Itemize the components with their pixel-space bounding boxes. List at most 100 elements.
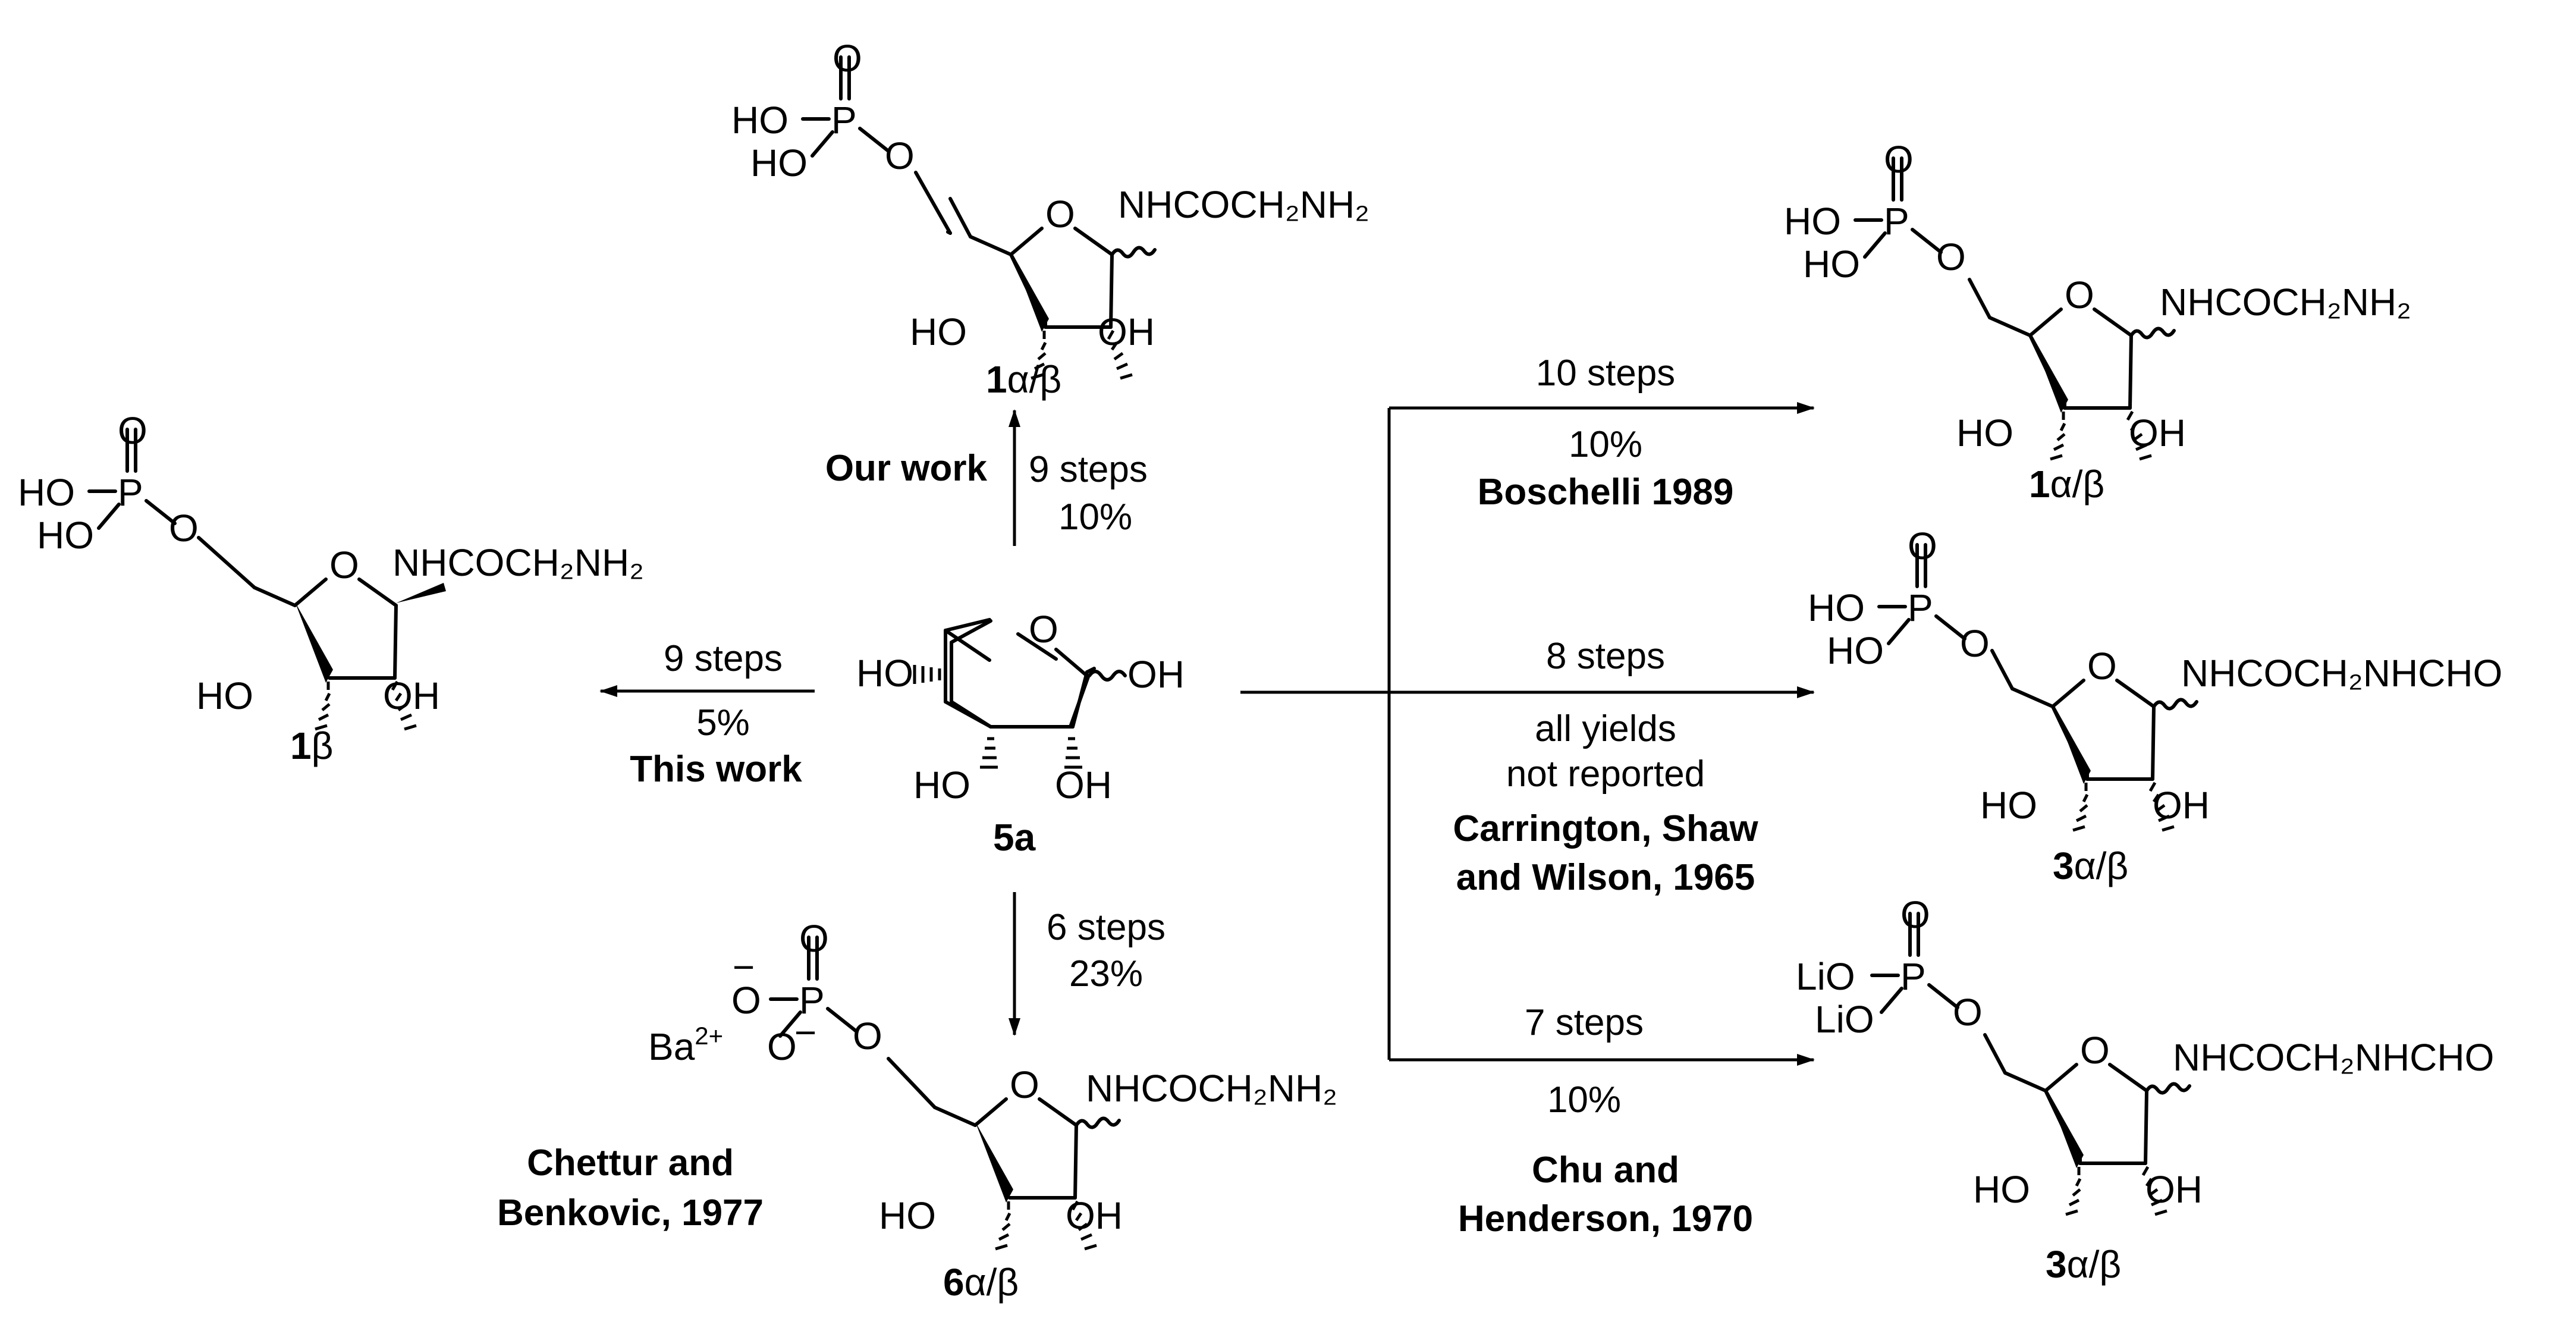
- reaction-arrows: [599, 402, 1815, 1066]
- phosphate-hydroxyl-1: HO: [18, 471, 75, 514]
- phosphate-ester-oxygen: O: [169, 507, 199, 550]
- compound-number: 1: [986, 358, 1007, 401]
- compound-number: 3: [2046, 1243, 2067, 1286]
- compound-center: O HO OH HO OH 5a: [856, 608, 1185, 859]
- anomer-descriptor: α/β: [1007, 358, 1062, 401]
- hydroxyl-3: HO: [1956, 412, 2013, 454]
- phosphate-hydroxyl-2: HO: [1803, 243, 1860, 285]
- route-left-yield: 5%: [696, 702, 750, 743]
- anomeric-substituent: NHCOCH₂NH₂: [1086, 1067, 1337, 1110]
- compound-top: O HO P HO O O NHCOCH₂NH₂ HO OH 1α/β: [731, 37, 1369, 401]
- hydroxyl-2: OH: [383, 674, 440, 717]
- svg-text:3α/β: 3α/β: [2053, 845, 2128, 887]
- route-up-steps: 9 steps: [1029, 449, 1148, 490]
- svg-text:Ba2+: Ba2+: [648, 1022, 723, 1068]
- route-right-bottom-credit-line2: Henderson, 1970: [1458, 1198, 1753, 1239]
- phosphate-ester-oxygen: O: [1953, 991, 1983, 1034]
- phosphorus: P: [1908, 586, 1933, 629]
- phosphate-ester-oxygen: O: [853, 1015, 882, 1057]
- hydroxyl-3: HO: [1980, 784, 2037, 827]
- route-right-mid-credit-line2: and Wilson, 1965: [1456, 857, 1755, 898]
- hydroxyl-3: HO: [910, 310, 967, 353]
- phosphorus: P: [1884, 200, 1909, 243]
- route-down-yield: 23%: [1069, 953, 1143, 994]
- phosphate-hydroxyl-1: HO: [1784, 200, 1841, 243]
- compound-number: 1: [290, 724, 312, 767]
- ring-oxygen: O: [1045, 193, 1075, 236]
- phosphate-hydroxyl-1: HO: [731, 99, 788, 142]
- compound-left: O HO P HO O: [18, 409, 644, 767]
- phosphate-ester-oxygen: O: [1936, 236, 1966, 278]
- phosphate-oxo: O: [1908, 525, 1937, 567]
- phosphorus: P: [831, 99, 857, 142]
- route-right-bottom-credit-line1: Chu and: [1532, 1150, 1679, 1191]
- hydroxyl-2: OH: [2129, 412, 2186, 454]
- route-right-bottom-steps: 7 steps: [1525, 1002, 1644, 1043]
- route-right-mid-yield-line2: not reported: [1506, 754, 1705, 795]
- anomeric-hydroxyl: OH: [1127, 653, 1185, 696]
- anomer-descriptor: α/β: [965, 1261, 1019, 1304]
- anomeric-substituent: NHCOCH₂NH₂: [2160, 281, 2411, 324]
- ring-oxygen: O: [2087, 645, 2117, 688]
- compound-number: 3: [2053, 845, 2074, 887]
- route-left-steps: 9 steps: [664, 638, 783, 679]
- route-right-mid-yield-line1: all yields: [1535, 708, 1676, 749]
- hydroxyl-2: OH: [1098, 310, 1155, 353]
- counterion: Ba: [648, 1025, 695, 1068]
- phosphate-hydroxyl-2: HO: [750, 142, 808, 184]
- hydroxyl-2: OH: [2145, 1168, 2203, 1211]
- hydroxyl-3: HO: [1973, 1168, 2030, 1211]
- anomer-descriptor: α/β: [2050, 463, 2105, 506]
- anomeric-substituent: NHCOCH₂NHCHO: [2173, 1036, 2494, 1079]
- route-right-mid-steps: 8 steps: [1546, 636, 1665, 677]
- hydroxyl-3: HO: [196, 674, 253, 717]
- phosphate-lio-1: LiO: [1796, 955, 1855, 998]
- phosphate-hydroxyl-1: HO: [1808, 586, 1865, 629]
- phosphate-oxo: O: [799, 917, 829, 960]
- phosphorus: P: [1900, 955, 1926, 998]
- compound-bottom: − O O P Ba2+ O − O: [648, 917, 1337, 1304]
- phosphate-charge-top: −: [733, 946, 755, 988]
- compound-right-mid: O HO P HO O O NHCOCH₂NHCHO HO OH 3α/β: [1808, 525, 2502, 887]
- phosphate-hydroxyl-2: HO: [37, 514, 94, 557]
- compound-right-bottom: O LiO P LiO O O NHCOCH₂NHCHO HO OH 3α/β: [1796, 893, 2494, 1286]
- hydroxyl-3: HO: [913, 764, 970, 806]
- svg-text:1α/β: 1α/β: [986, 358, 1061, 401]
- route-labels: Our work 9 steps 10% 9 steps 5% This wor…: [497, 353, 1758, 1239]
- route-down-steps: 6 steps: [1047, 907, 1166, 948]
- svg-text:3α/β: 3α/β: [2046, 1243, 2121, 1286]
- ring-oxygen: O: [1029, 608, 1058, 651]
- ring-oxygen: O: [1010, 1063, 1039, 1106]
- svg-text:6α/β: 6α/β: [943, 1261, 1019, 1304]
- ring-oxygen: O: [2080, 1029, 2110, 1072]
- phosphate-lio-2: LiO: [1815, 998, 1874, 1041]
- compound-number: 5a: [993, 816, 1036, 859]
- route-right-mid-credit-line1: Carrington, Shaw: [1453, 808, 1758, 849]
- route-right-top-credit: Boschelli 1989: [1478, 472, 1734, 513]
- phosphorus: P: [118, 471, 143, 514]
- phosphate-oxo: O: [1900, 893, 1930, 936]
- phosphate-charge-bottom: −: [794, 1011, 816, 1054]
- route-right-top-yield: 10%: [1569, 424, 1642, 465]
- hydroxyl-2: OH: [1066, 1194, 1123, 1237]
- counterion-charge: 2+: [695, 1022, 723, 1050]
- hydroxyl-2: OH: [1055, 764, 1112, 806]
- phosphate-ester-oxygen: O: [1960, 622, 1990, 665]
- phosphate-oxo: O: [1884, 138, 1914, 181]
- compound-number: 1: [2029, 463, 2050, 506]
- route-down-credit-line2: Benkovic, 1977: [497, 1192, 764, 1233]
- route-up-yield: 10%: [1058, 497, 1132, 538]
- phosphate-ester-oxygen: O: [885, 134, 915, 177]
- anomer-descriptor: α/β: [2067, 1243, 2122, 1286]
- route-right-top-steps: 10 steps: [1536, 353, 1675, 394]
- anomer-descriptor: β: [312, 724, 334, 767]
- phosphorus: P: [799, 979, 825, 1022]
- phosphate-hydroxyl-2: HO: [1827, 629, 1884, 672]
- hydroxyl-2: OH: [2153, 784, 2210, 827]
- route-down-credit-line1: Chettur and: [527, 1142, 734, 1184]
- svg-text:1α/β: 1α/β: [2029, 463, 2104, 506]
- phosphate-oxo: O: [833, 37, 862, 80]
- hydroxyl-3: HO: [879, 1194, 936, 1237]
- compound-number: 6: [943, 1261, 965, 1304]
